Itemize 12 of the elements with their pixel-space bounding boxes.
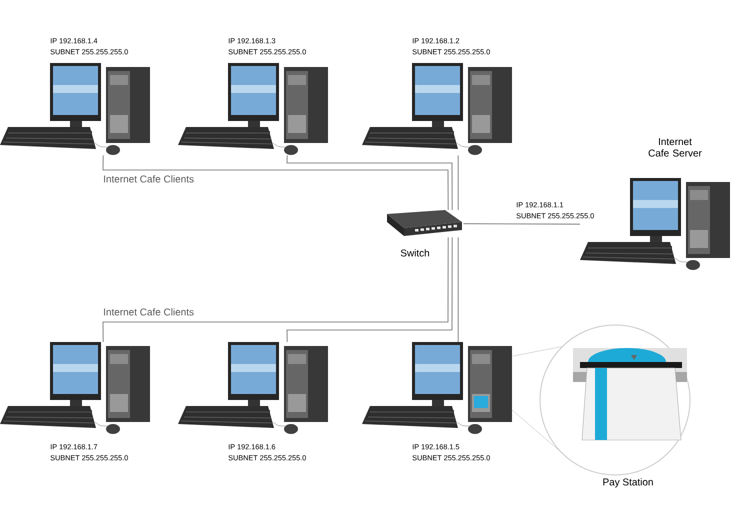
group-label: Internet Cafe Clients <box>104 308 194 316</box>
network-cable <box>286 236 453 342</box>
network-cable <box>458 155 459 210</box>
network-cable <box>102 155 449 210</box>
pay-station-label: Pay Station <box>603 478 653 488</box>
network-cable <box>102 236 449 342</box>
network-cable <box>286 155 453 210</box>
network-cable <box>458 236 459 342</box>
switch-label: Switch <box>400 249 430 256</box>
server-title: Internet Cafe Server <box>648 138 702 157</box>
group-label: Internet Cafe Clients <box>104 175 194 182</box>
network-cable <box>463 223 580 225</box>
